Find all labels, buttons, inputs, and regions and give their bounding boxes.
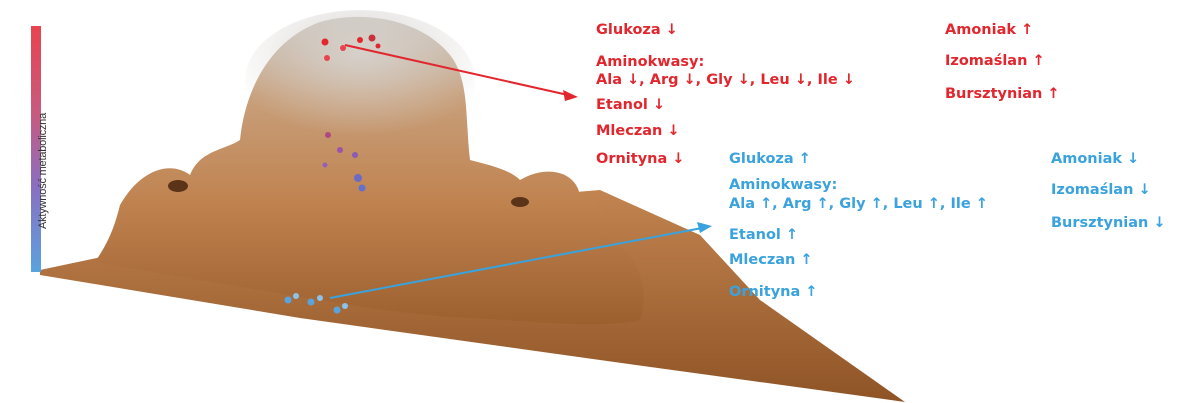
blue-aminokwasy-list: Ala ↑, Arg ↑, Gly ↑, Leu ↑, Ile ↑: [729, 195, 988, 213]
blue-aminokwasy: Aminokwasy:: [729, 176, 837, 194]
red-mleczan: Mleczan ↓: [596, 122, 680, 140]
red-aminokwasy: Aminokwasy:: [596, 53, 704, 71]
blue-glukoza: Glukoza ↑: [729, 150, 811, 168]
mound-hole-right: [511, 197, 529, 207]
red-izomaslan: Izomaślan ↑: [945, 52, 1045, 70]
blue-mleczan: Mleczan ↑: [729, 251, 813, 269]
red-aminokwasy-list: Ala ↓, Arg ↓, Gly ↓, Leu ↓, Ile ↓: [596, 71, 855, 89]
mound-hole-left: [168, 180, 188, 192]
red-bursztynian: Bursztynian ↑: [945, 85, 1060, 103]
red-amoniak: Amoniak ↑: [945, 21, 1033, 39]
red-glukoza: Glukoza ↓: [596, 21, 678, 39]
blue-amoniak: Amoniak ↓: [1051, 150, 1139, 168]
blue-ornityna: Ornityna ↑: [729, 283, 817, 301]
blue-etanol: Etanol ↑: [729, 226, 798, 244]
red-ornityna: Ornityna ↓: [596, 150, 684, 168]
biofilm-haze: [245, 10, 475, 150]
colorbar-label: Aktywność metaboliczna: [37, 111, 49, 231]
red-etanol: Etanol ↓: [596, 96, 665, 114]
blue-izomaslan: Izomaślan ↓: [1051, 181, 1151, 199]
blue-bursztynian: Bursztynian ↓: [1051, 214, 1166, 232]
metabolic-activity-colorbar: Aktywność metaboliczna: [31, 26, 41, 272]
